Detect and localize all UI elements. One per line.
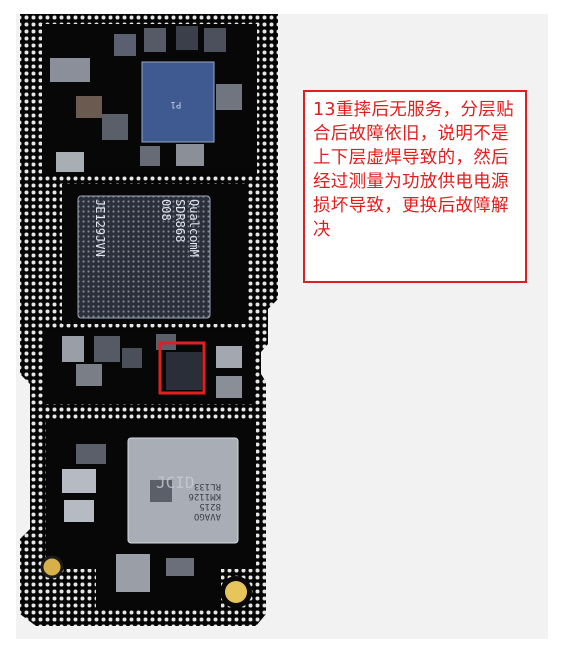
mount-pad-left: [40, 555, 64, 579]
chip-bottom-line3: KM1126: [188, 491, 221, 501]
chip-top: [141, 61, 215, 143]
chip-large-line3: 008: [159, 199, 173, 221]
chip-top-label: P1: [171, 99, 182, 109]
chip-bottom: [127, 437, 239, 544]
chip-large-line2: SDR868: [173, 199, 187, 242]
chip-bottom-line4: RL133: [194, 481, 221, 491]
faulty-chip: [166, 352, 202, 390]
annotation-box: 13重摔后无服务，分层贴合后故障依旧，说明不是上下层虚焊导致的，然后经过测量为功…: [303, 90, 527, 283]
chip-bottom-line2: 8215: [199, 501, 221, 511]
annotation-text: 13重摔后无服务，分层贴合后故障依旧，说明不是上下层虚焊导致的，然后经过测量为功…: [313, 100, 514, 240]
watermark: JCID: [156, 473, 195, 492]
chip-bottom-line1: AVAGO: [194, 511, 221, 521]
fault-highlight-box: [158, 341, 206, 395]
chip-large-line4: JE129JVN: [93, 199, 107, 257]
chip-large: [77, 195, 211, 319]
chip-large-line1: QualcomM: [187, 199, 201, 257]
circuit-board-photo: P1 QualcomM SDR868 008 JE129JVN AVAGO 82…: [20, 14, 278, 626]
